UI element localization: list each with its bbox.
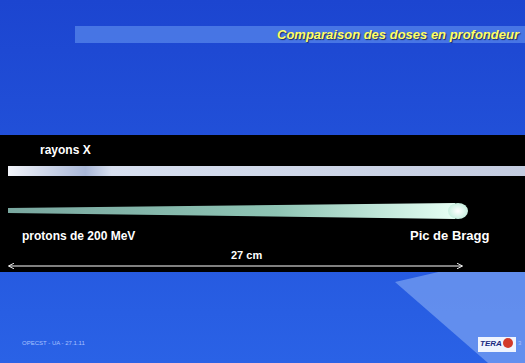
proton-beam: [8, 203, 455, 219]
title-bar: [75, 26, 525, 43]
dimension-label: 27 cm: [231, 249, 262, 261]
logo-ground: [478, 337, 516, 352]
slide-title: Comparaison des doses en profondeur: [277, 26, 519, 43]
dimension-arrow: [9, 266, 462, 267]
logo-text: TERA: [480, 339, 502, 348]
logo-swirl: [503, 338, 513, 348]
black-band: [0, 135, 525, 272]
xray-beam: [8, 166, 525, 176]
bragg-peak: [448, 203, 468, 219]
peak-label: Pic de Bragg: [410, 228, 489, 243]
footer-note: OPECST - UA - 27.1.11: [22, 340, 85, 346]
beam-label: rayons X: [40, 143, 91, 157]
beam-label: protons de 200 MeV: [22, 229, 135, 243]
page-number: 3: [518, 340, 521, 346]
